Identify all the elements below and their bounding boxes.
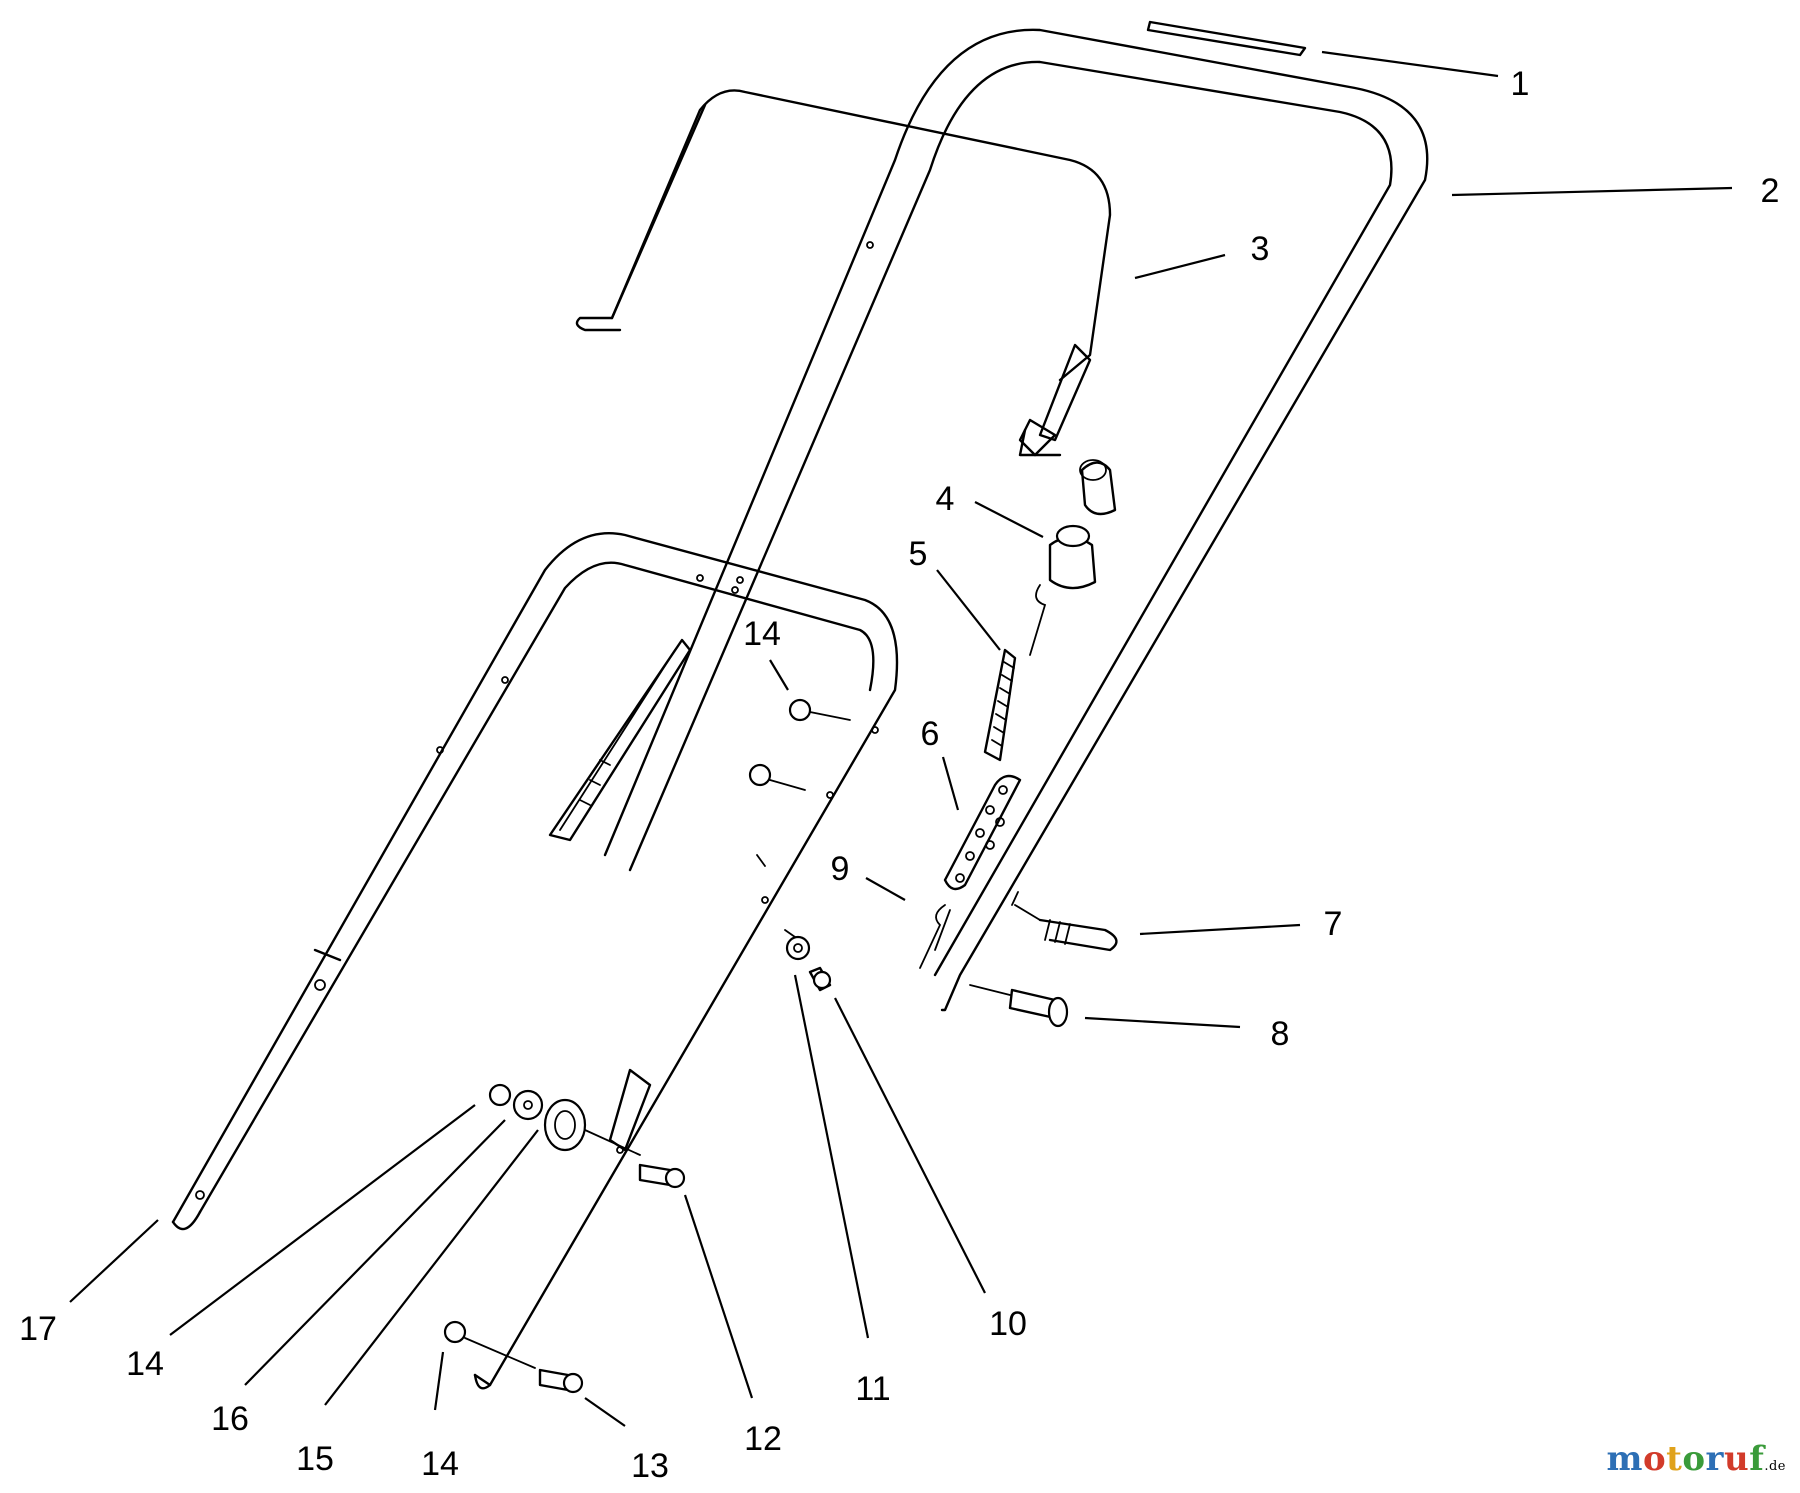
callout-5: 5: [909, 535, 928, 573]
callout-15: 15: [296, 1440, 334, 1478]
callout-14-upper: 14: [743, 615, 781, 653]
bail-roller: [1048, 459, 1117, 590]
callout-17: 17: [19, 1310, 57, 1348]
callout-16: 16: [211, 1400, 249, 1438]
lock-nut-lower: [443, 1320, 536, 1369]
callout-9: 9: [831, 850, 850, 888]
callout-3: 3: [1251, 230, 1270, 268]
upper-handle: [603, 28, 1429, 1012]
callout-4: 4: [936, 480, 955, 518]
cap-screw-lower: [538, 1368, 584, 1394]
watermark-letter: u: [1723, 1439, 1750, 1479]
motoruf-watermark: motoruf.de: [1606, 1439, 1786, 1479]
decal-strip: [1146, 20, 1307, 57]
callout-labels: 1 2 3 4 5 6 7 8 9 10 11 12 13 14 14 14 1…: [19, 65, 1779, 1485]
lock-nut-left: [488, 1083, 512, 1107]
flat-washer: [784, 929, 811, 961]
control-bail: [575, 89, 1112, 457]
watermark-letters: motoruf: [1606, 1439, 1764, 1479]
adjustment-plate: [943, 774, 1022, 891]
watermark-letter: f: [1749, 1439, 1765, 1479]
callout-10: 10: [989, 1305, 1027, 1343]
lock-nut-upper: [788, 698, 851, 722]
flat-washer-left: [512, 1089, 544, 1121]
handle-knob-bolt: [1011, 891, 1118, 952]
spring: [983, 584, 1047, 762]
callout-14-lower: 14: [421, 1445, 459, 1483]
callout-14-left: 14: [126, 1345, 164, 1383]
callout-2: 2: [1761, 172, 1780, 210]
lower-handle: [171, 532, 899, 1390]
cable-guide-wheel: [543, 1098, 641, 1156]
watermark-letter: o: [1642, 1439, 1667, 1479]
watermark-letter: t: [1666, 1439, 1683, 1479]
watermark-letter: o: [1682, 1439, 1706, 1479]
cap-screw-upper: [638, 1163, 686, 1189]
hairpin: [919, 904, 951, 969]
watermark-suffix: .de: [1764, 1459, 1786, 1474]
callout-7: 7: [1324, 905, 1343, 943]
callout-13: 13: [631, 1447, 669, 1485]
callout-1: 1: [1511, 65, 1530, 103]
callout-6: 6: [921, 715, 940, 753]
shoulder-bolt: [756, 854, 832, 992]
lock-nut-middle: [748, 763, 806, 791]
callout-8: 8: [1271, 1015, 1290, 1053]
callout-11: 11: [855, 1370, 890, 1408]
callout-12: 12: [744, 1420, 782, 1458]
carriage-bolt: [969, 984, 1069, 1028]
watermark-letter: r: [1705, 1439, 1724, 1479]
watermark-letter: m: [1606, 1439, 1643, 1479]
leader-lines: [69, 50, 1733, 1427]
cable-bracket: [548, 638, 692, 842]
